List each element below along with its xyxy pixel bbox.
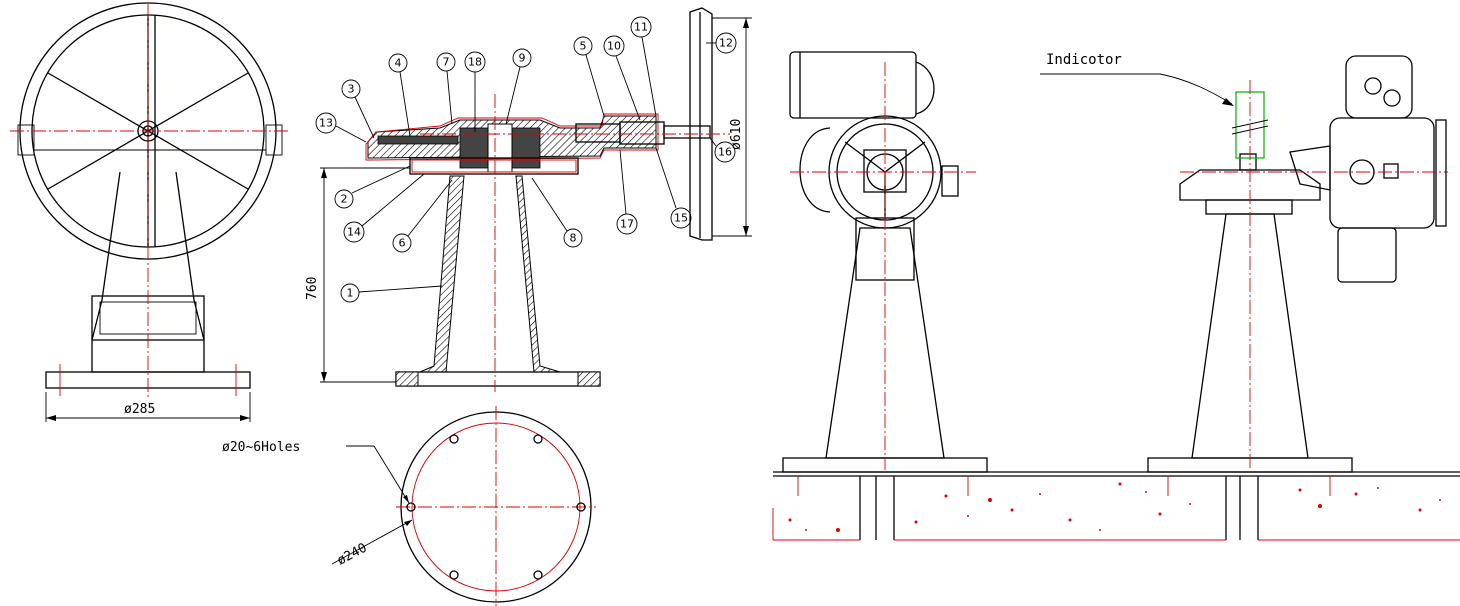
callout-10: 10 [603,35,641,121]
holes-label: ø20~6Holes [222,440,300,455]
indicator-label: Indicotor [1046,52,1122,68]
callout-7: 7 [436,52,456,125]
svg-text:8: 8 [570,232,577,245]
callout-1: 1 [340,283,443,303]
callout-6: 6 [392,179,453,253]
svg-text:15: 15 [674,212,688,225]
svg-text:12: 12 [719,37,733,50]
flange-view: ø20~6Holes ø240 [222,406,596,606]
base-diameter-label: ø285 [124,402,155,417]
callout-11: 11 [630,16,657,117]
svg-text:11: 11 [634,21,648,34]
callout-3: 3 [341,79,375,139]
callout-9: 9 [505,48,532,125]
svg-text:4: 4 [395,57,402,70]
svg-text:10: 10 [607,40,621,53]
bolt-circle-label: ø240 [335,541,370,569]
callout-12: 12 [706,32,737,54]
svg-text:7: 7 [443,56,450,69]
section-view: 760 ø610 3 4 7 18 9 5 10 11 12 13 2 14 6… [305,7,752,392]
callout-13: 13 [315,112,367,143]
callout-17: 17 [616,149,638,235]
svg-text:5: 5 [580,40,587,53]
svg-text:6: 6 [399,237,406,250]
callout-14: 14 [343,173,425,243]
height-label: 760 [305,277,320,300]
svg-text:3: 3 [348,83,355,96]
svg-text:17: 17 [620,218,634,231]
svg-text:16: 16 [718,146,732,159]
installation-view: Indicotor [772,51,1460,541]
callout-8: 8 [531,177,583,248]
svg-text:14: 14 [347,226,361,239]
callout-2: 2 [334,165,411,209]
callout-18: 18 [464,51,486,132]
svg-text:9: 9 [519,52,526,65]
svg-text:18: 18 [468,56,482,69]
callout-5: 5 [573,36,605,117]
callout-4: 4 [388,53,411,137]
svg-text:13: 13 [319,117,333,130]
svg-text:1: 1 [347,287,354,300]
callout-15: 15 [655,147,692,229]
front-view: ø285 [10,2,290,422]
svg-text:2: 2 [341,193,348,206]
callout-16: 16 [709,137,736,163]
handwheel-diameter-label: ø610 [729,119,744,150]
